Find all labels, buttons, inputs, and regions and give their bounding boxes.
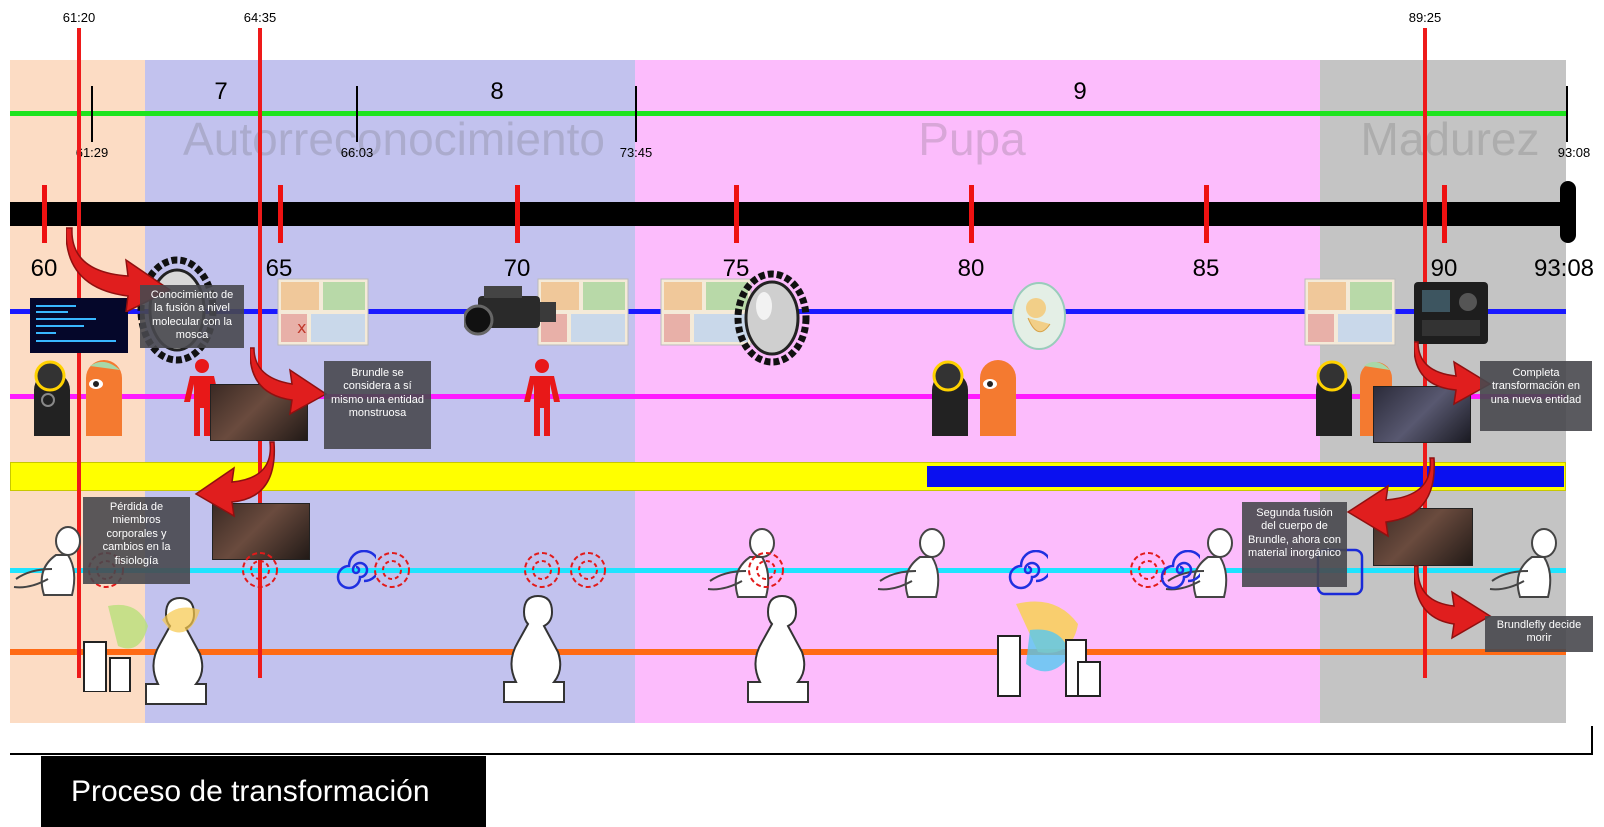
faces-group-icon [83,604,148,692]
annotation-box: Brundle se considera a sí mismo una enti… [324,361,431,449]
crouching-figure-icon [13,526,81,596]
section-tick-label: 66:03 [340,145,374,160]
time-marker-label: 64:35 [243,10,277,25]
floor-plan-icon [1304,278,1396,346]
spiral-icon [748,552,784,588]
head-profile-icon [980,360,1016,436]
time-marker-label: 89:25 [1408,10,1442,25]
footer-title: Proceso de transformación [41,756,486,827]
section-tick-label: 93:08 [1557,145,1591,160]
section-tick [1566,86,1568,142]
phase-label-autorreconocimiento: Autorreconocimiento [183,113,605,165]
telepod-icon [1414,282,1488,344]
minute-tick [1204,185,1209,243]
head-profile-icon [34,360,70,436]
egg-embryo-icon [1012,282,1066,350]
minute-tick [278,185,283,243]
arrow-icon [1414,565,1492,640]
human-figure-icon [524,359,560,436]
time-marker-line [1423,28,1427,678]
creature-track-line [10,568,1566,573]
head-profile-icon [932,360,968,436]
arrow-icon [194,441,276,518]
time-marker-line [77,28,81,678]
spiral-icon [1160,550,1200,590]
minute-tick [515,185,520,243]
minute-timeline-bar [10,202,1573,226]
spiral-icon [374,552,410,588]
phase-label-madurez: Madurez [1360,113,1540,165]
annotation-box: Completa transformación en una nueva ent… [1480,361,1592,431]
thinker-statue-icon [503,594,565,703]
section-tick-label: 61:29 [75,145,109,160]
minute-tick [969,185,974,243]
minute-label: 93:08 [1533,255,1595,282]
annotation-box: Conocimiento de la fusión a nivel molecu… [140,285,244,348]
time-marker-label: 61:20 [62,10,96,25]
minute-label: 90 [1430,255,1458,282]
annotation-box: Brundlefly decide morir [1485,616,1593,652]
section-tick [91,86,93,142]
minute-label: 85 [1192,255,1220,282]
phase-region-pupa [635,60,1320,723]
spiral-icon [242,552,278,588]
spiral-icon [524,552,560,588]
spiral-icon [336,550,376,590]
head-profile-icon [1316,360,1352,436]
ornate-mirror-icon [734,270,810,366]
head-profile-icon [86,360,122,436]
floor-plan-icon: x [277,278,369,346]
section-number: 8 [490,78,504,105]
range-bracket [10,726,1593,755]
state-bar-fill [927,466,1564,487]
annotation-box: Segunda fusión del cuerpo de Brundle, ah… [1242,502,1347,587]
annotation-box: Pérdida de miembros corporales y cambios… [83,497,190,584]
minute-label: 60 [30,255,58,282]
section-timeline-line [10,111,1566,116]
human-figure-icon [184,359,220,436]
video-camera-icon [464,286,556,336]
minute-label: 70 [503,255,531,282]
phase-label-pupa: Pupa [918,113,1026,165]
crouching-figure-icon [1489,528,1557,598]
section-tick [356,86,358,142]
computer-screen-icon [30,298,128,353]
section-number: 7 [214,78,228,105]
minute-tick [734,185,739,243]
figures-track-line [10,394,1566,399]
section-number: 9 [1073,78,1087,105]
section-tick [635,86,637,142]
timeline-end-cap [1560,181,1576,243]
thinker-statue-icon [145,596,207,705]
spiral-icon [570,552,606,588]
arrow-icon [1414,341,1492,406]
minute-label: 75 [722,255,750,282]
arrow-icon [250,347,328,416]
time-marker-line [258,28,262,678]
svg-text:x: x [297,318,306,337]
section-tick-label: 73:45 [619,145,653,160]
spiral-icon [1008,550,1048,590]
crouching-figure-icon [877,528,945,598]
faces-group-icon [997,601,1101,697]
crouching-figure-icon [1165,528,1233,598]
minute-tick [42,185,47,243]
minute-label: 65 [265,255,293,282]
minute-tick [1442,185,1447,243]
thinker-statue-icon [747,594,809,703]
minute-label: 80 [957,255,985,282]
arrow-icon [1346,457,1436,538]
